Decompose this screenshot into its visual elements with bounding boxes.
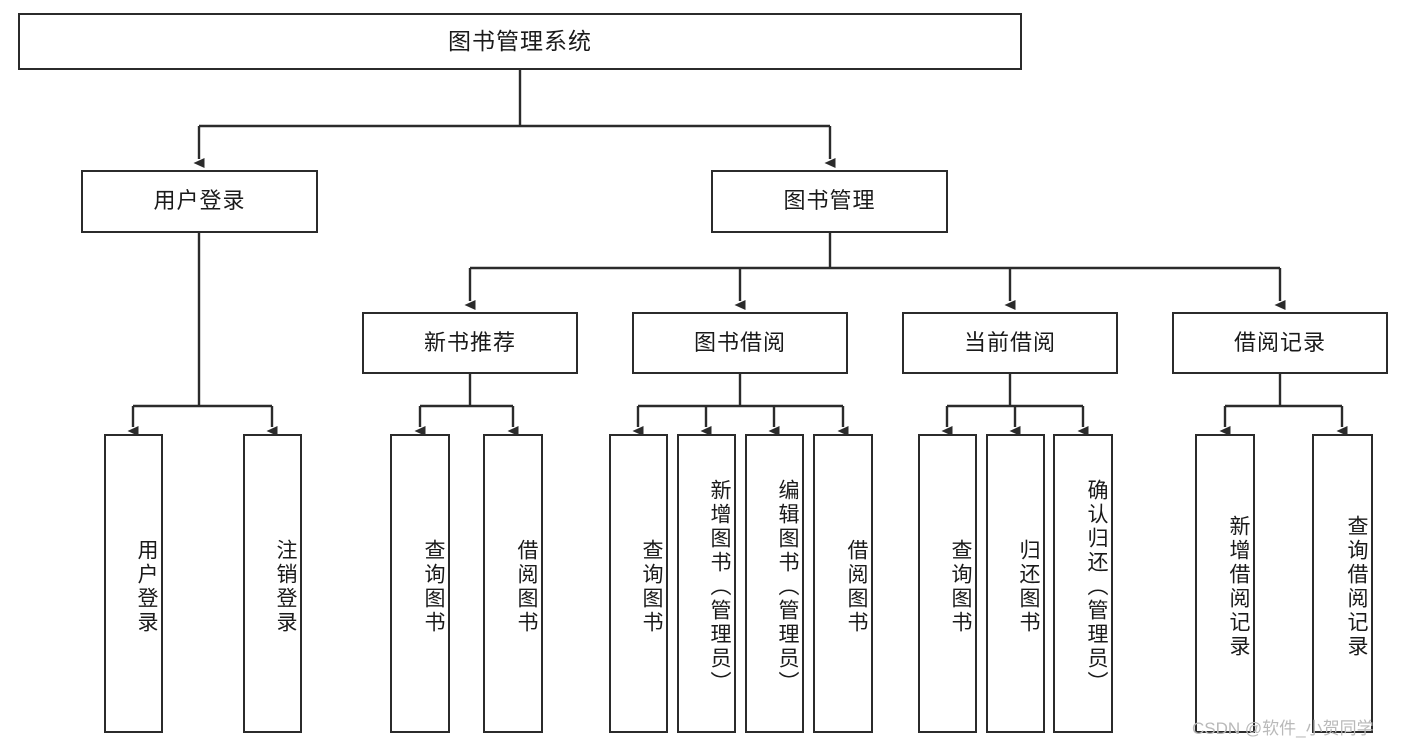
node-leaf-borrow-book-2-label: 借阅图书: [845, 538, 868, 635]
node-leaf-add-book-admin-label: 新增图书（管理员）: [708, 478, 731, 695]
node-leaf-borrow-book-1-label: 借阅图书: [515, 538, 538, 635]
node-leaf-query-book-3-label: 查询图书: [949, 538, 972, 635]
node-user-login[interactable]: 用户登录: [81, 170, 318, 233]
node-leaf-logout-label: 注销登录: [274, 538, 297, 635]
node-leaf-query-borrow-record[interactable]: 查询借阅记录: [1312, 434, 1373, 733]
node-leaf-edit-book-admin-label: 编辑图书（管理员）: [776, 478, 799, 695]
node-current-borrow-label: 当前借阅: [963, 329, 1056, 355]
node-leaf-borrow-book-1[interactable]: 借阅图书: [483, 434, 543, 733]
node-leaf-query-book-2-label: 查询图书: [640, 538, 663, 635]
node-user-login-label: 用户登录: [153, 188, 246, 214]
node-new-book-recommend[interactable]: 新书推荐: [362, 312, 578, 374]
node-leaf-query-borrow-record-label: 查询借阅记录: [1345, 514, 1368, 659]
node-leaf-edit-book-admin[interactable]: 编辑图书（管理员）: [745, 434, 804, 733]
node-book-management-label: 图书管理: [783, 188, 876, 214]
node-leaf-query-book-2[interactable]: 查询图书: [609, 434, 668, 733]
node-book-management[interactable]: 图书管理: [711, 170, 948, 233]
node-leaf-add-borrow-record-label: 新增借阅记录: [1227, 514, 1250, 659]
node-leaf-return-book[interactable]: 归还图书: [986, 434, 1045, 733]
node-leaf-user-login[interactable]: 用户登录: [104, 434, 163, 733]
node-leaf-confirm-return-admin[interactable]: 确认归还（管理员）: [1053, 434, 1113, 733]
node-leaf-query-book-1[interactable]: 查询图书: [390, 434, 450, 733]
node-leaf-confirm-return-admin-label: 确认归还（管理员）: [1085, 478, 1108, 695]
node-book-borrow-label: 图书借阅: [693, 329, 786, 355]
node-current-borrow[interactable]: 当前借阅: [902, 312, 1118, 374]
node-leaf-user-login-label: 用户登录: [135, 538, 158, 635]
node-leaf-add-book-admin[interactable]: 新增图书（管理员）: [677, 434, 736, 733]
node-new-book-recommend-label: 新书推荐: [423, 329, 516, 355]
node-root[interactable]: 图书管理系统: [18, 13, 1022, 70]
node-book-borrow[interactable]: 图书借阅: [632, 312, 848, 374]
node-borrow-record[interactable]: 借阅记录: [1172, 312, 1388, 374]
node-leaf-borrow-book-2[interactable]: 借阅图书: [813, 434, 873, 733]
node-leaf-add-borrow-record[interactable]: 新增借阅记录: [1195, 434, 1255, 733]
node-leaf-query-book-1-label: 查询图书: [422, 538, 445, 635]
node-leaf-return-book-label: 归还图书: [1017, 538, 1040, 635]
node-leaf-query-book-3[interactable]: 查询图书: [918, 434, 977, 733]
node-borrow-record-label: 借阅记录: [1233, 329, 1326, 355]
node-root-label: 图书管理系统: [448, 27, 592, 54]
node-leaf-logout[interactable]: 注销登录: [243, 434, 302, 733]
